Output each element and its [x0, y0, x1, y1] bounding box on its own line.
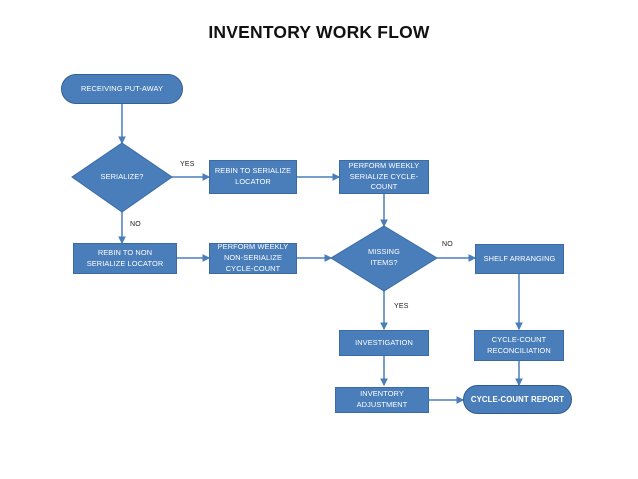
- decision-shape-missing: [330, 225, 438, 292]
- node-perform-weekly-serialize-cycle-count[interactable]: PERFORM WEEKLY SERIALIZE CYCLE-COUNT: [339, 160, 429, 194]
- node-serialize-decision[interactable]: SERIALIZE?: [72, 160, 172, 194]
- edge-label-serialize-yes: YES: [180, 161, 195, 168]
- edge-label-serialize-no: NO: [130, 221, 141, 228]
- node-receiving-put-away[interactable]: RECEIVING PUT-AWAY: [61, 74, 183, 104]
- node-inventory-adjustment[interactable]: INVENTORY ADJUSTMENT: [335, 387, 429, 413]
- node-cycle-count-report[interactable]: CYCLE-COUNT REPORT: [463, 385, 572, 414]
- node-label: REBIN TO NON SERIALIZE LOCATOR: [86, 247, 164, 268]
- edge-label-missing-no: NO: [442, 241, 453, 248]
- node-label: SERIALIZE?: [100, 171, 144, 181]
- node-label-line1: MISSING: [368, 247, 400, 257]
- node-label: PERFORM WEEKLY NON-SERIALIZE CYCLE-COUNT: [217, 242, 289, 273]
- node-label: CYCLE-COUNT REPORT: [470, 394, 565, 404]
- edge-label-missing-yes: YES: [394, 303, 409, 310]
- node-rebin-to-non-serialize-locator[interactable]: REBIN TO NON SERIALIZE LOCATOR: [73, 243, 177, 274]
- node-cycle-count-reconciliation[interactable]: CYCLE-COUNT RECONCILIATION: [474, 330, 564, 361]
- node-shelf-arranging[interactable]: SHELF ARRANGING: [475, 244, 564, 274]
- node-label: REBIN TO SERIALIZE LOCATOR: [214, 166, 292, 186]
- node-label: RECEIVING PUT-AWAY: [80, 83, 163, 93]
- node-missing-items-decision[interactable]: MISSING ITEMS?: [340, 240, 428, 276]
- decision-shape-serialize: [71, 142, 173, 213]
- node-rebin-to-serialize-locator[interactable]: REBIN TO SERIALIZE LOCATOR: [209, 160, 297, 194]
- node-label: SHELF ARRANGING: [483, 253, 556, 263]
- node-label-line2: ITEMS?: [370, 258, 398, 267]
- node-investigation[interactable]: INVESTIGATION: [339, 330, 429, 356]
- page-title: INVENTORY WORK FLOW: [208, 22, 430, 42]
- node-label: INVESTIGATION: [355, 337, 413, 347]
- node-label: INVENTORY ADJUSTMENT: [356, 389, 408, 409]
- node-label: CYCLE-COUNT RECONCILIATION: [487, 334, 551, 355]
- node-label: PERFORM WEEKLY SERIALIZE CYCLE-COUNT: [348, 160, 420, 192]
- node-perform-weekly-non-serialize-cycle-count[interactable]: PERFORM WEEKLY NON-SERIALIZE CYCLE-COUNT: [209, 242, 297, 274]
